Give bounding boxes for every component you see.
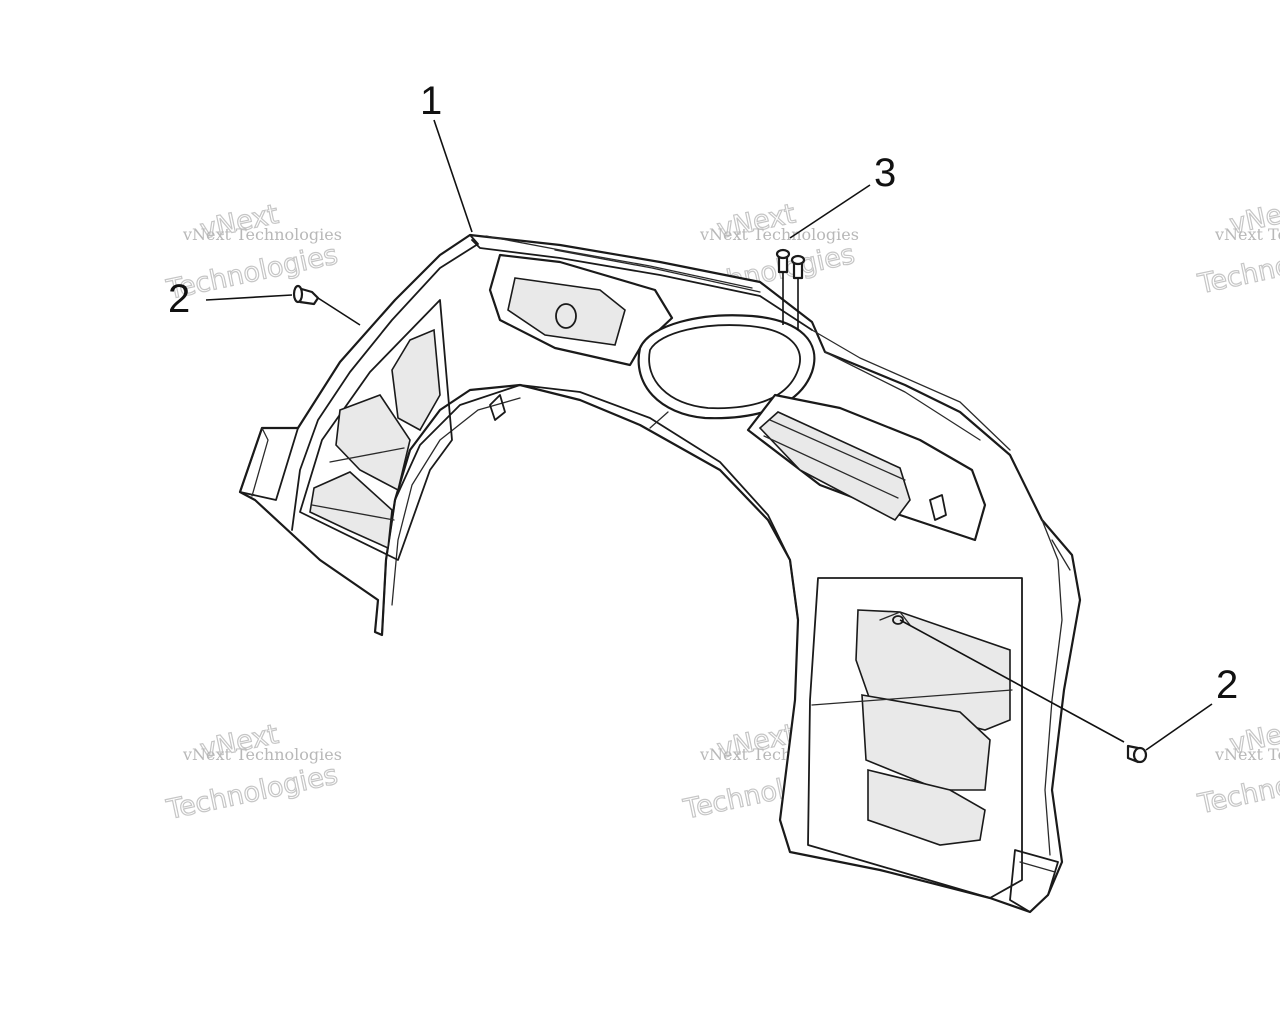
leader-2-right <box>1145 703 1213 751</box>
right-mount-bracket <box>1009 849 1059 913</box>
right-slot-clip <box>929 494 947 521</box>
left-vent-frame <box>299 299 453 561</box>
right-vent-hole <box>892 615 904 625</box>
watermark-text: vNext Technologies <box>1214 225 1280 244</box>
right-vent-frame <box>807 577 1023 899</box>
callout-2-right: 2 <box>1216 663 1238 707</box>
leader-3 <box>789 184 871 239</box>
watermark-text: vNext Technologies <box>182 225 342 244</box>
svg-text:Technologies: Technologies <box>163 759 340 826</box>
leader-1 <box>433 119 473 233</box>
watermark-text: vNext Technologies <box>182 745 342 764</box>
panel-inner-arch <box>381 384 799 636</box>
watermark-bottom-left: vNext Technologies <box>163 718 341 826</box>
callout-1: 1 <box>420 79 442 123</box>
screw-part-2-left <box>292 284 320 306</box>
panel-top-rim <box>471 239 813 331</box>
watermark-text: vNext Technologies <box>1214 745 1280 764</box>
left-mount-bracket <box>239 427 299 501</box>
screw-part-2-right <box>1126 744 1148 764</box>
left-slot-hole <box>555 303 577 329</box>
callout-2-left: 2 <box>168 277 190 321</box>
leader-2-left-to-part <box>317 297 361 326</box>
leader-2-left <box>205 294 293 301</box>
center-gauge-opening <box>637 314 816 420</box>
watermark-text: vNext Technologies <box>699 225 859 244</box>
front-panel-part <box>238 233 1082 914</box>
callout-3: 3 <box>874 151 896 195</box>
left-tab <box>489 394 506 421</box>
leader-2-right-to-part <box>899 619 1125 743</box>
